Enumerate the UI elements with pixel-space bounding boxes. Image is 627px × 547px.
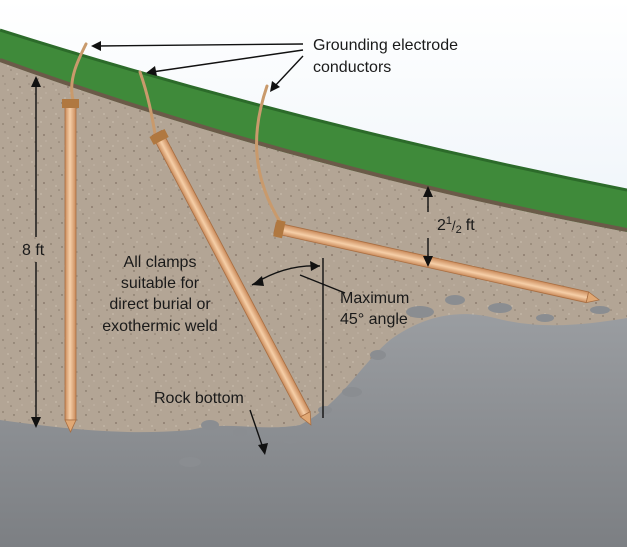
arrowhead [146, 66, 157, 76]
conductor-2 [138, 70, 158, 142]
rock-leader [249, 409, 264, 449]
grass-edge [0, 28, 627, 192]
arrowhead [31, 417, 41, 428]
grass [0, 30, 627, 232]
conductor-leader-1 [96, 43, 304, 47]
clamps-label-line3: direct burial or [109, 296, 211, 313]
ground-rod-angled [149, 129, 312, 426]
arrowhead [423, 186, 433, 197]
arrowhead [31, 76, 41, 87]
clamps-label-line2: suitable for [121, 275, 200, 292]
angle-label-line1: Maximum [340, 290, 409, 307]
clamp-icon [149, 129, 169, 145]
rock-fragments [179, 295, 610, 467]
conductor-leader-2 [151, 49, 304, 73]
arrowhead [252, 276, 264, 286]
conductor-1 [70, 42, 88, 102]
arrowhead [310, 261, 320, 271]
rock-bottom [0, 314, 627, 547]
conductors-label-line1: Grounding electrode [313, 37, 458, 54]
clamp-icon [273, 219, 286, 239]
rock-bottom-label: Rock bottom [154, 390, 244, 407]
clamp-icon [62, 99, 79, 108]
conductor-leader-3 [273, 55, 304, 88]
ground-rod-vertical [62, 99, 79, 433]
conductor-3 [255, 84, 284, 227]
arrowhead [270, 81, 280, 92]
arrowhead [91, 41, 101, 51]
topsoil-edge [0, 58, 627, 232]
arrowhead [258, 443, 268, 455]
arrowhead [423, 256, 433, 267]
ground-rod-horizontal [273, 219, 601, 304]
clamps-label-line4: exothermic weld [102, 318, 218, 335]
angle-label-line2: 45° angle [340, 311, 408, 328]
depth-8ft-label: 8 ft [22, 242, 45, 259]
conductors-label-line2: conductors [313, 59, 391, 76]
clamps-label-line1: All clamps [124, 254, 197, 271]
angle-leader [299, 274, 346, 294]
grounding-conductors [70, 42, 284, 227]
